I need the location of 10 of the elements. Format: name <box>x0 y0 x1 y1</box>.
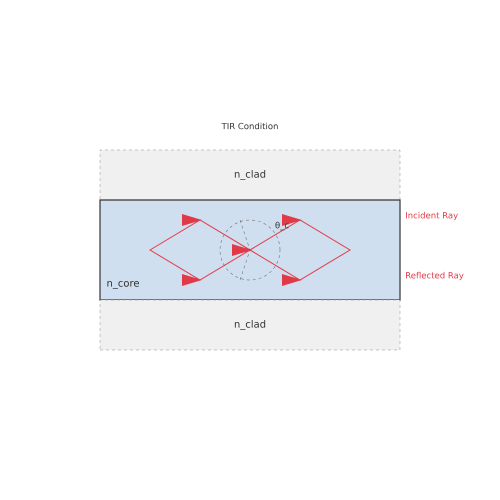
band-label: n_clad <box>234 170 266 180</box>
band-label: n_clad <box>234 320 266 330</box>
cladding-band <box>100 300 400 350</box>
core-band <box>99 199 401 301</box>
cladding-band <box>100 150 400 200</box>
title: TIR Condition <box>222 122 278 130</box>
angle-label: θ_c <box>275 222 289 230</box>
ray-label: Incident Ray <box>406 212 458 220</box>
ray-label: Reflected Ray <box>406 272 464 280</box>
band-label: n_core <box>107 281 139 289</box>
